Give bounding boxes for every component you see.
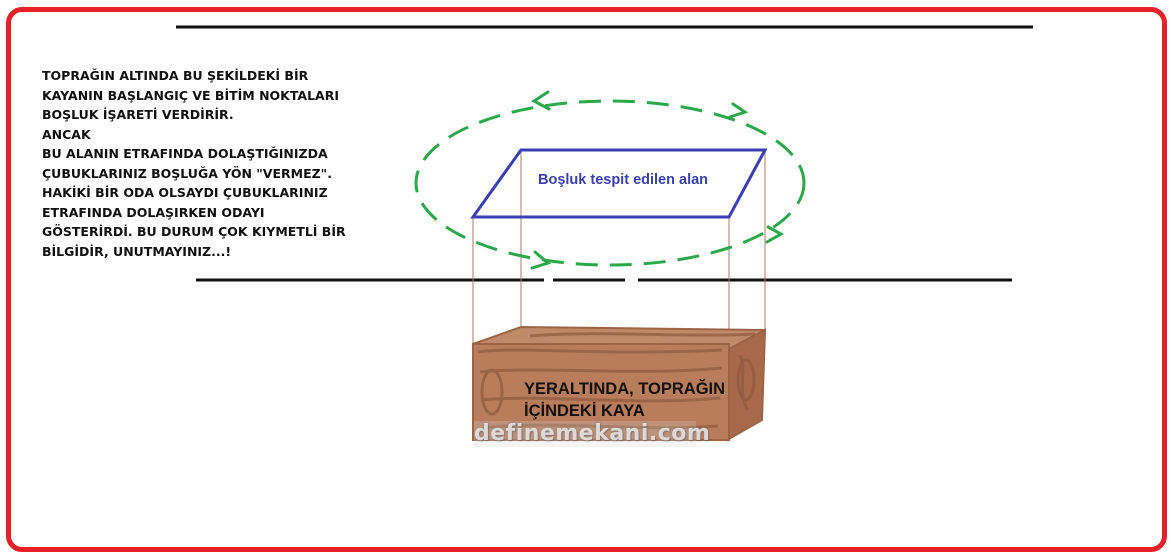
arrow-bottom xyxy=(530,250,552,270)
explanation-note: TOPRAĞIN ALTINDA BU ŞEKİLDEKİ BİR KAYANI… xyxy=(42,68,346,259)
void-area-outline xyxy=(470,148,768,219)
void-area-label: Boşluk tespit edilen alan xyxy=(538,172,709,188)
rock-label: YERALTINDA, TOPRAĞIN İÇİNDEKİ KAYA xyxy=(524,380,726,420)
arrow-top-left xyxy=(531,90,551,111)
direction-arrows xyxy=(530,90,785,270)
underground-rock xyxy=(472,325,767,442)
arrow-top-right xyxy=(728,102,749,119)
arrow-right xyxy=(765,225,785,244)
watermark: definemekani.com xyxy=(474,421,711,447)
walking-path-ellipse xyxy=(414,99,806,267)
